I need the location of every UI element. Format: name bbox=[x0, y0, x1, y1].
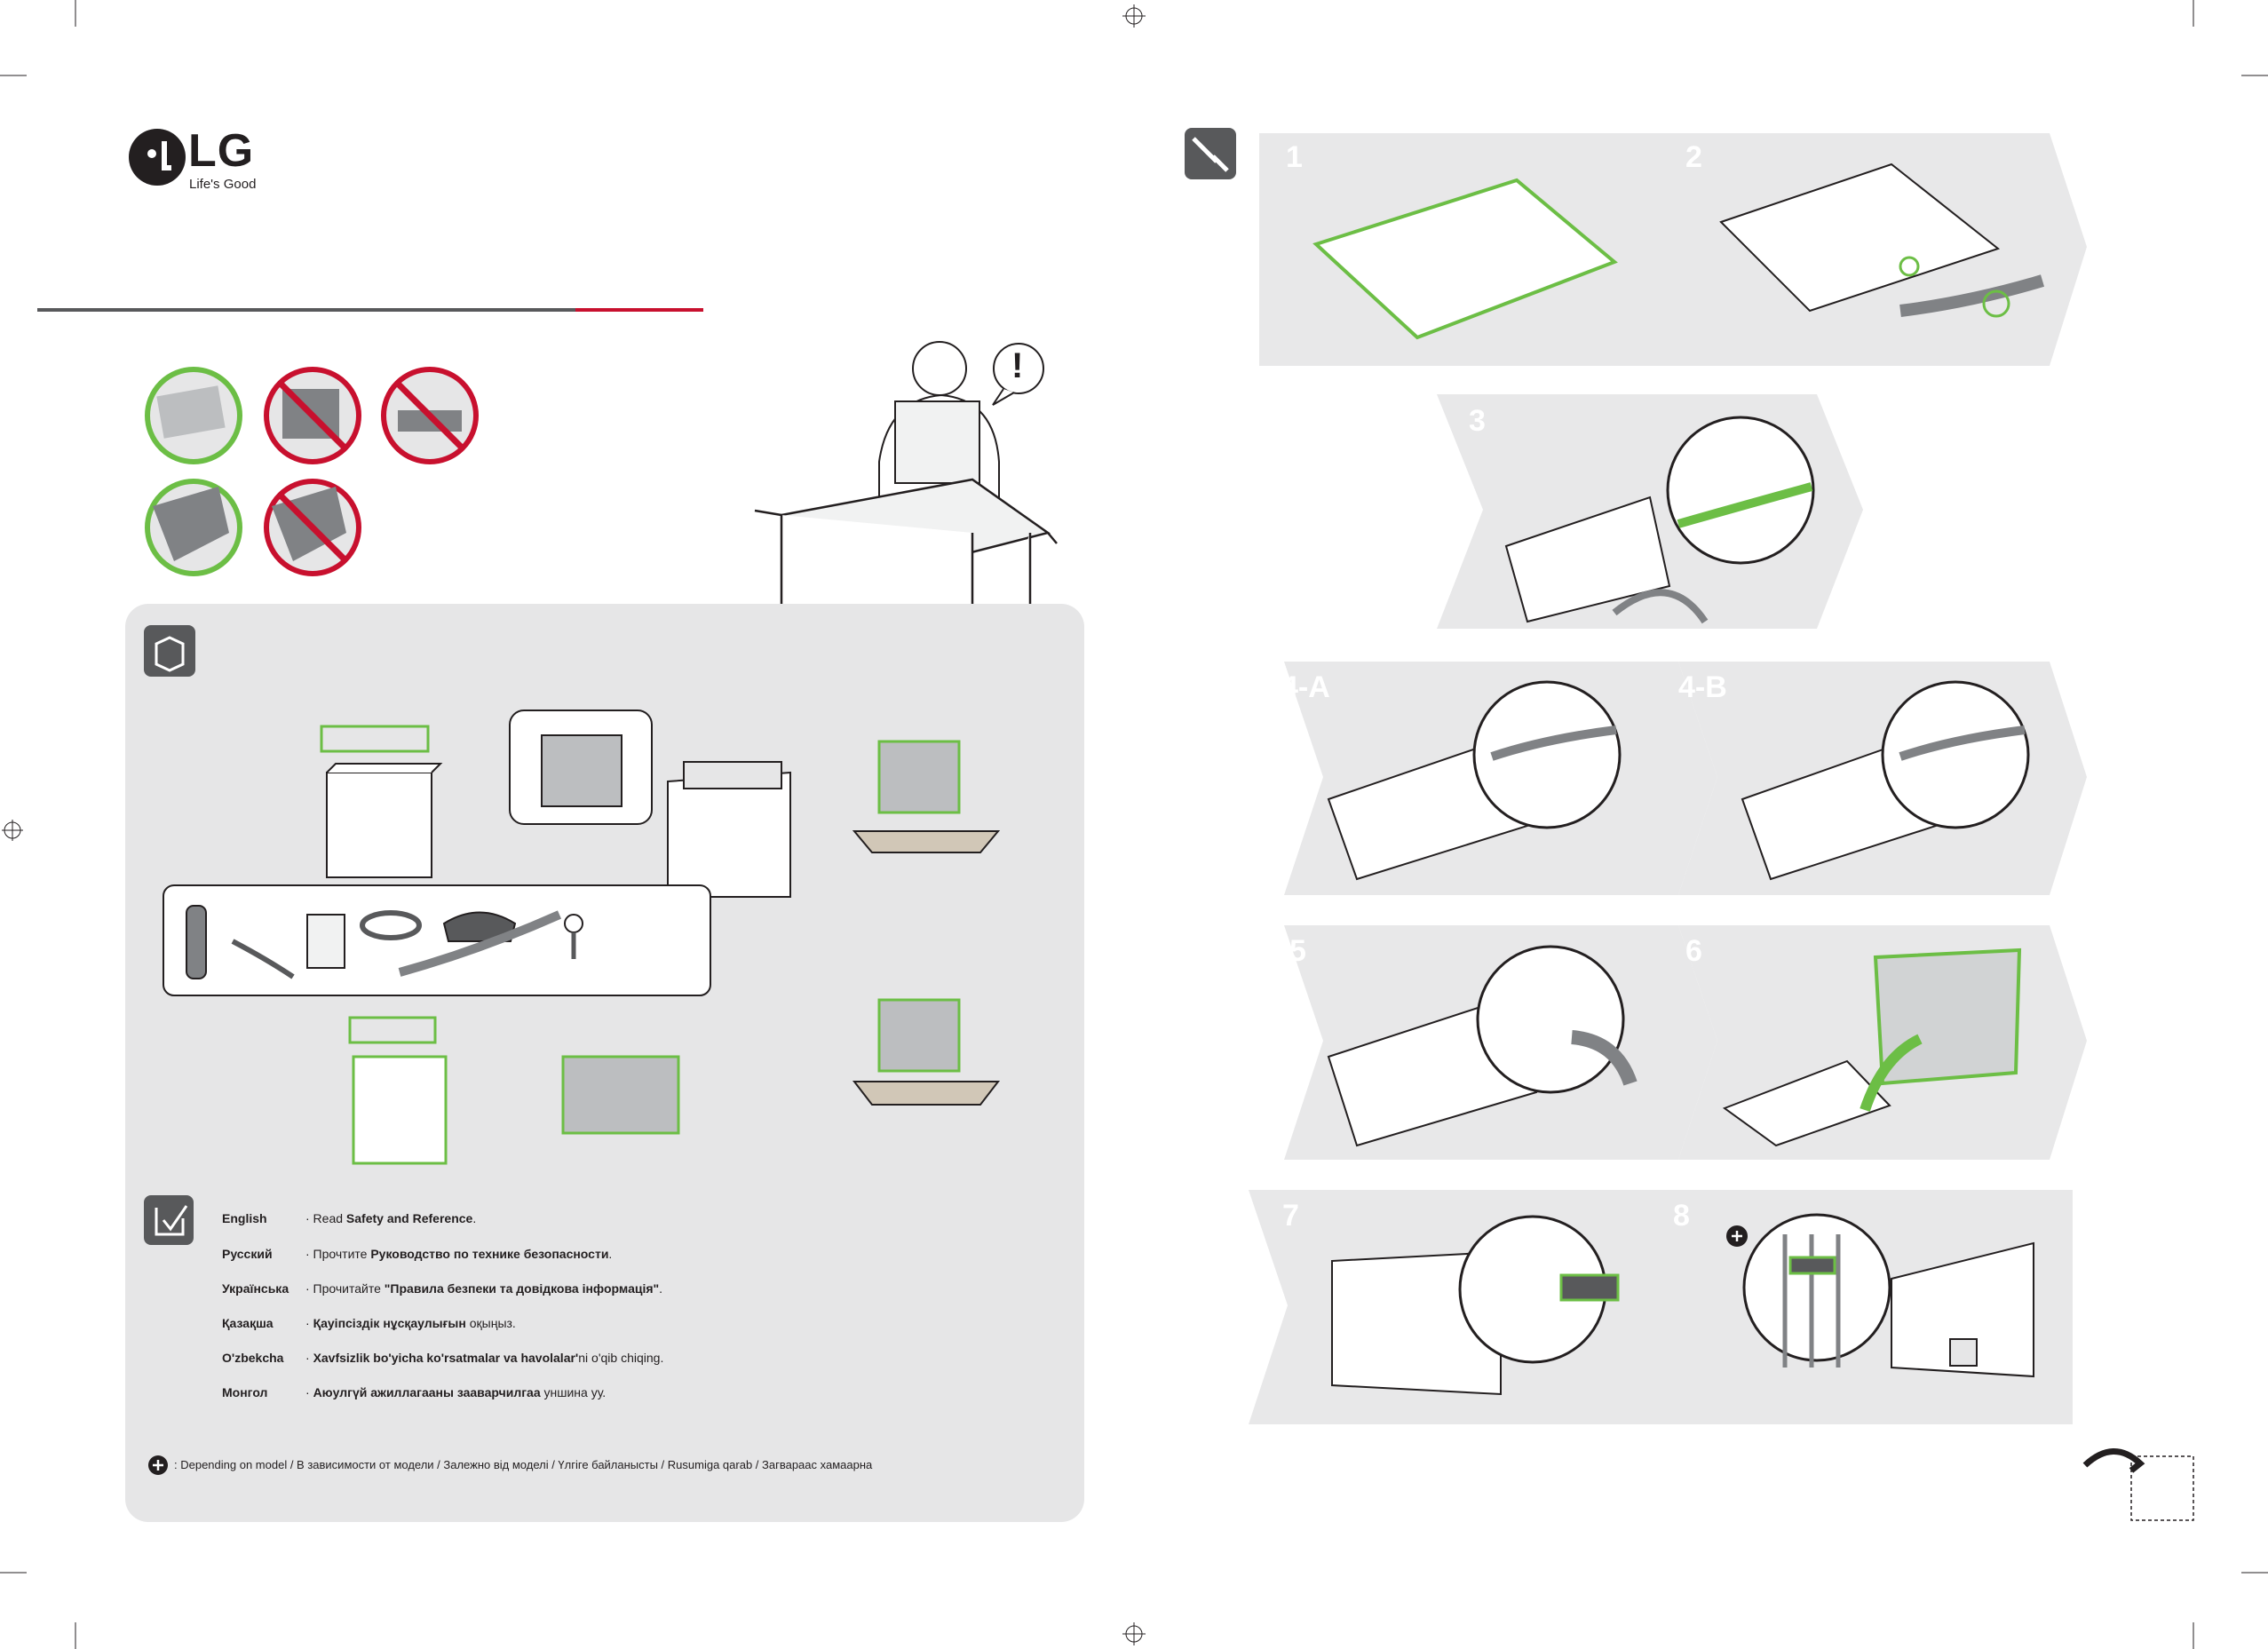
instruction-title: Руководство по технике безопасности bbox=[370, 1247, 609, 1261]
step-number-6: 6 bbox=[1685, 934, 1702, 968]
handling-icons bbox=[145, 367, 479, 576]
instruction-suffix: . bbox=[472, 1211, 477, 1225]
instruction-title: Xavfsizlik bo'yicha ko'rsatmalar va havo… bbox=[313, 1351, 579, 1365]
step-number-4b: 4-B bbox=[1678, 670, 1727, 704]
language-name: O'zbekcha bbox=[222, 1351, 284, 1365]
instruction-title: "Правила безпеки та довідкова інформація… bbox=[384, 1281, 660, 1296]
instruction-title: Аюулгүй ажиллагааны зааварчилгаа bbox=[313, 1385, 541, 1399]
check-icon bbox=[144, 1195, 194, 1245]
instruction-prefix: · Прочитайте bbox=[305, 1281, 385, 1296]
step-number-3: 3 bbox=[1469, 404, 1486, 438]
language-name: English bbox=[222, 1211, 267, 1225]
language-instruction: · Xavfsizlik bo'yicha ko'rsatmalar va ha… bbox=[305, 1351, 663, 1365]
language-instruction: · Прочитайте "Правила безпеки та довідко… bbox=[305, 1281, 662, 1296]
instruction-prefix: · bbox=[305, 1316, 313, 1330]
language-instruction: · Қауіпсіздік нұсқаулығын оқыңыз. bbox=[305, 1316, 516, 1330]
instruction-title: Safety and Reference bbox=[345, 1211, 473, 1225]
language-name: Українська bbox=[222, 1281, 289, 1296]
step-number-1: 1 bbox=[1286, 140, 1303, 174]
instruction-suffix: . bbox=[659, 1281, 663, 1296]
language-instruction: · Прочтите Руководство по технике безопа… bbox=[305, 1247, 612, 1261]
brand-slogan: Life's Good bbox=[189, 177, 257, 192]
brand-logo-text: LG bbox=[188, 125, 255, 177]
language-name: Монгол bbox=[222, 1385, 268, 1399]
step-number-7: 7 bbox=[1282, 1199, 1299, 1233]
step-illustrations bbox=[1312, 163, 2045, 1396]
instruction-suffix: ni o'qib chiqing. bbox=[578, 1351, 664, 1365]
step-number-2: 2 bbox=[1685, 140, 1702, 174]
instruction-prefix: · Read bbox=[305, 1211, 346, 1225]
warning-symbol: ! bbox=[1011, 346, 1024, 385]
box-icon bbox=[144, 625, 195, 677]
page-turn-icon bbox=[2082, 1448, 2194, 1521]
step-number-8: 8 bbox=[1673, 1199, 1690, 1233]
language-instruction: · Read Safety and Reference. bbox=[305, 1211, 476, 1225]
instruction-title: Қауіпсіздік нұсқаулығын bbox=[313, 1316, 466, 1330]
language-name: Қазақша bbox=[222, 1316, 274, 1330]
instruction-suffix: . bbox=[608, 1247, 613, 1261]
instruction-suffix: оқыңыз. bbox=[465, 1316, 516, 1330]
lg-logo bbox=[129, 129, 186, 186]
instruction-prefix: · bbox=[305, 1385, 313, 1399]
step-number-5: 5 bbox=[1289, 934, 1306, 968]
instruction-prefix: · Прочтите bbox=[305, 1247, 371, 1261]
instruction-prefix: · bbox=[305, 1351, 313, 1365]
unboxing-person bbox=[878, 341, 1044, 503]
instruction-suffix: уншина уу. bbox=[540, 1385, 607, 1399]
language-name: Русский bbox=[222, 1247, 273, 1261]
step-number-4a: 4-A bbox=[1281, 670, 1330, 704]
language-instruction: · Аюулгүй ажиллагааны зааварчилгаа уншин… bbox=[305, 1385, 606, 1399]
footnote: : Depending on model / В зависимости от … bbox=[174, 1458, 873, 1471]
